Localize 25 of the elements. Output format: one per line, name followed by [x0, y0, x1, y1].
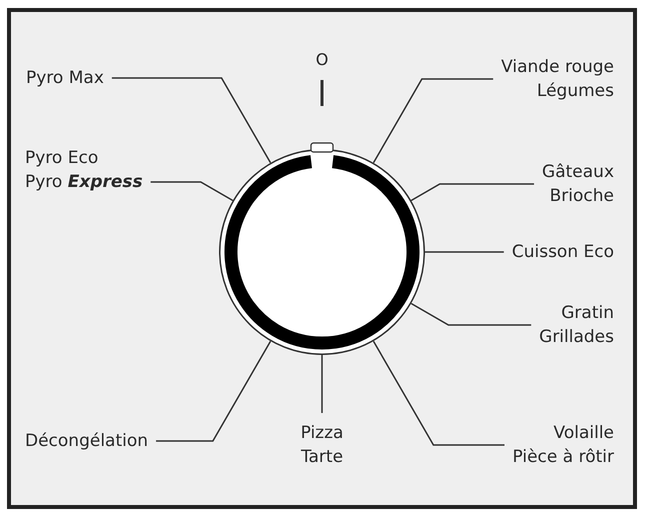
leader-line: [410, 183, 534, 202]
program-label: Légumes: [536, 80, 614, 103]
leader-line: [150, 181, 234, 202]
program-label: Pizza: [300, 422, 344, 445]
program-label: Volaille: [552, 422, 614, 445]
program-label: Viande rouge: [501, 56, 614, 79]
program-label: Gâteaux: [542, 161, 614, 184]
leader-line: [372, 340, 504, 446]
program-label: Pyro Express: [25, 171, 143, 194]
leader-line: [112, 77, 272, 164]
leader-line: [372, 78, 494, 164]
leader-line: [425, 251, 504, 253]
leader-line: [321, 355, 323, 413]
program-label: Gratin: [560, 302, 614, 325]
program-label: Pyro Eco: [25, 147, 100, 170]
leader-line: [410, 302, 532, 326]
program-label: Tarte: [300, 446, 344, 469]
program-label: Grillades: [539, 326, 614, 349]
leader-line: [156, 340, 272, 442]
program-label: Pièce à rôtir: [512, 446, 614, 469]
program-label: Cuisson Eco: [512, 241, 614, 264]
off-label: O: [316, 51, 328, 69]
program-label: Décongélation: [25, 430, 148, 453]
program-label: Brioche: [548, 185, 614, 208]
program-label: Pyro Max: [26, 67, 104, 90]
